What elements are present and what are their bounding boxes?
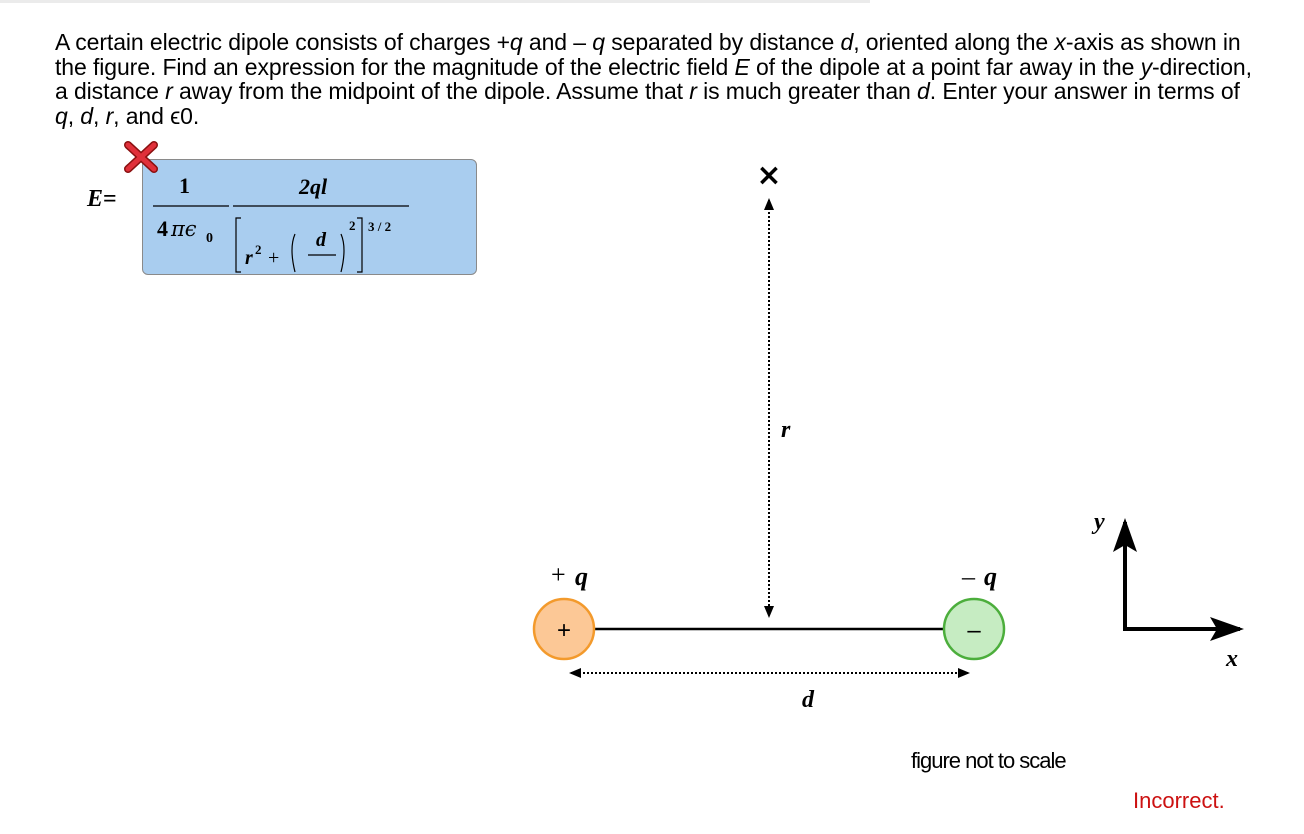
answer-expression: 1 4 πϵ 0 2ql r 2 + d 2 3 / 2 bbox=[153, 173, 409, 273]
figure-scale-note: figure not to scale bbox=[911, 748, 1067, 773]
d-label: d bbox=[802, 687, 815, 713]
answer-input[interactable]: 1 4 πϵ 0 2ql r 2 + d 2 3 / 2 bbox=[142, 159, 477, 275]
right-paren-outer bbox=[357, 217, 363, 273]
red-x-icon bbox=[124, 141, 158, 173]
outer-exponent: 3 / 2 bbox=[368, 219, 391, 234]
field-point-marker: × bbox=[756, 158, 781, 193]
answer-status: Incorrect. bbox=[1133, 788, 1225, 813]
y-axis-label: y bbox=[1091, 509, 1105, 535]
x-axis-label: x bbox=[1225, 646, 1238, 672]
frac-2-numerator: 2ql bbox=[298, 174, 328, 199]
positive-charge-var: q bbox=[575, 562, 588, 591]
left-paren-outer bbox=[235, 217, 241, 273]
negative-charge-symbol: – bbox=[967, 617, 981, 644]
plus-sign: + bbox=[268, 247, 279, 269]
r-exponent: 2 bbox=[255, 242, 262, 257]
frac-1-denominator-sub: 0 bbox=[206, 231, 213, 246]
positive-charge-sign: + bbox=[551, 560, 566, 589]
negative-charge-sign: – bbox=[961, 562, 976, 591]
r-label: r bbox=[781, 417, 791, 443]
negative-charge bbox=[942, 597, 1006, 661]
left-paren-inner bbox=[291, 233, 296, 273]
d-variable: d bbox=[316, 229, 327, 251]
top-divider bbox=[0, 0, 870, 3]
r-variable: r bbox=[245, 247, 253, 269]
frac-1-denominator-pi-eps: πϵ bbox=[170, 217, 197, 241]
positive-charge-symbol: + bbox=[557, 617, 571, 644]
answer-label: E= bbox=[87, 186, 117, 212]
problem-statement: A certain electric dipole consists of ch… bbox=[55, 29, 1252, 129]
positive-charge bbox=[532, 597, 596, 661]
frac-1-denominator-coef: 4 bbox=[157, 216, 168, 241]
inner-exponent: 2 bbox=[349, 218, 356, 233]
frac-1-numerator: 1 bbox=[179, 173, 190, 198]
negative-charge-var: q bbox=[984, 562, 997, 591]
right-paren-inner bbox=[340, 233, 345, 273]
